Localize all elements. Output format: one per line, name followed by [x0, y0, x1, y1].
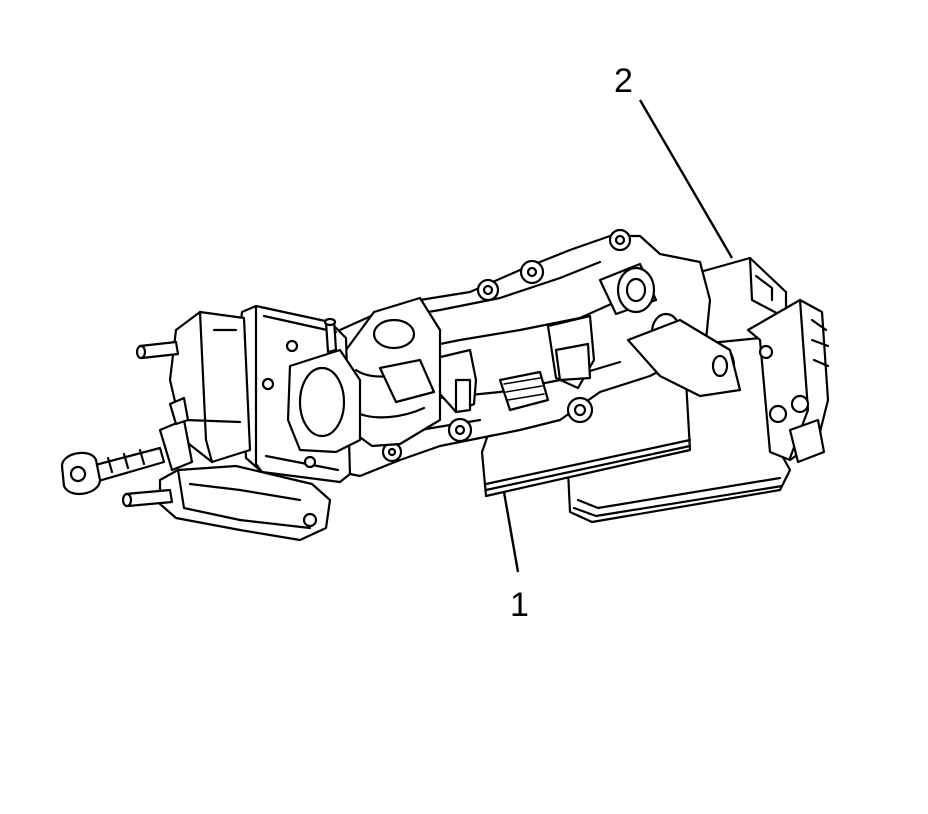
lower-gear-housing: [158, 464, 332, 542]
callout-1-leader: [502, 491, 520, 573]
callout-2-leader: [638, 99, 734, 259]
left-shafts: [60, 340, 180, 508]
callout-2-label: 2: [614, 62, 633, 100]
side-connector: [746, 298, 830, 464]
callout-1-label: 1: [510, 586, 529, 624]
top-pin: [323, 317, 338, 354]
tilt-bracket: [158, 310, 252, 472]
center-tube: [344, 296, 442, 448]
